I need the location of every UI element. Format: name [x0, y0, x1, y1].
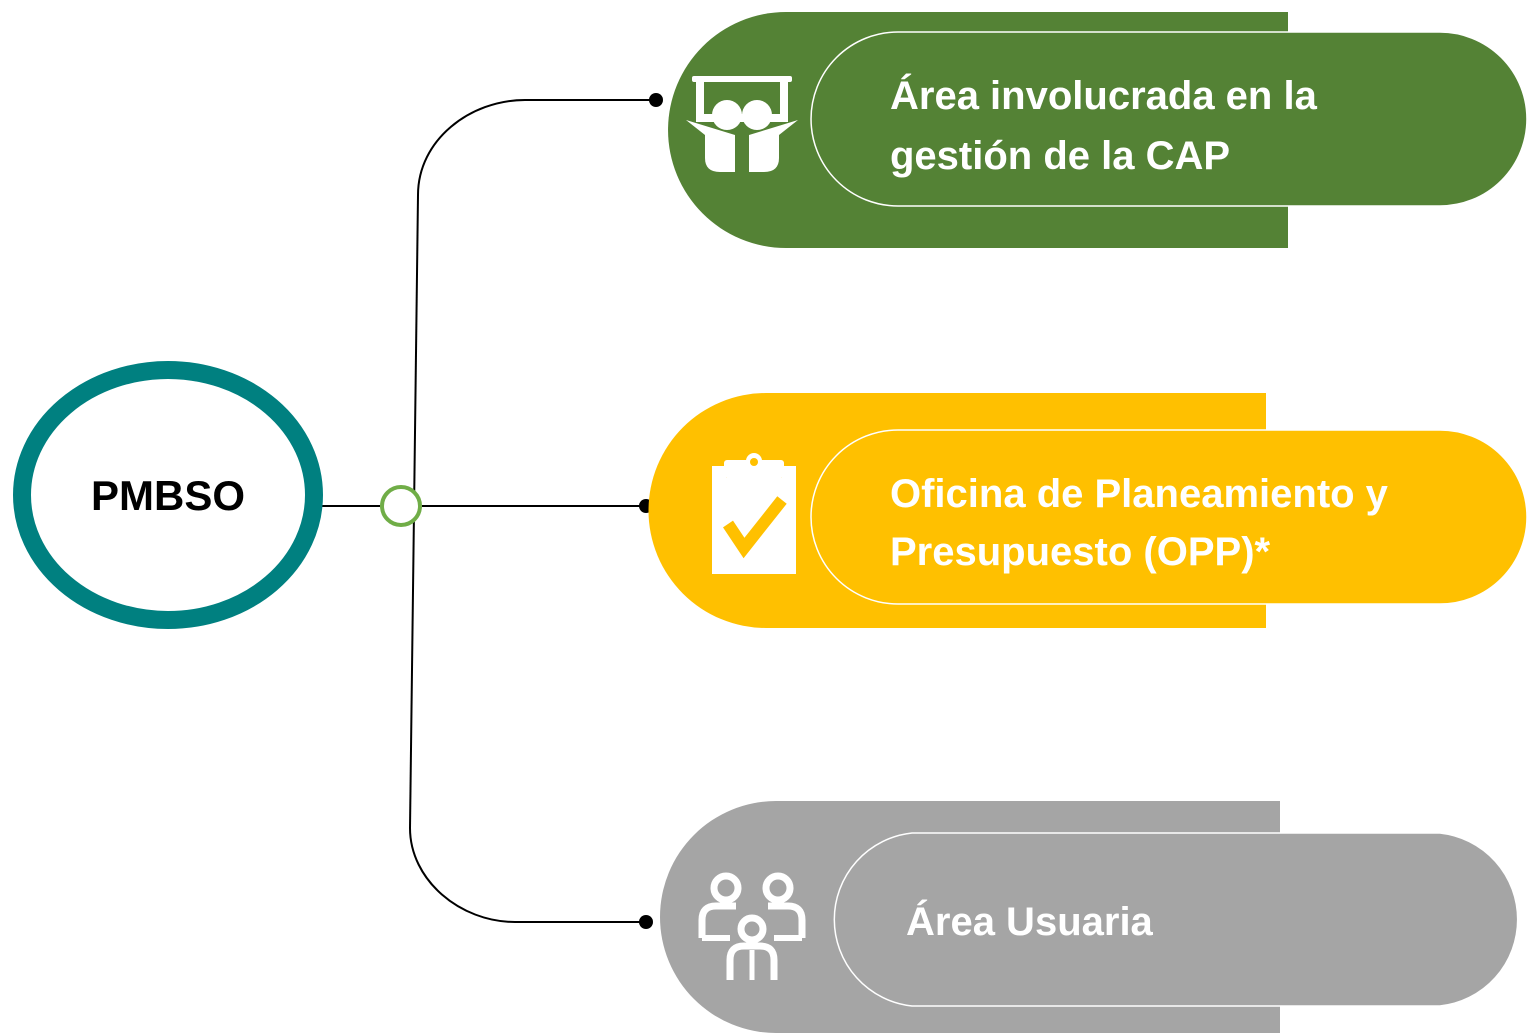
- connectors: [322, 99, 655, 923]
- connector-dot-top: [649, 93, 663, 107]
- branch-label-opp-line2: Presupuesto (OPP)*: [890, 530, 1271, 574]
- branch-label-area-usuaria: Área Usuaria: [906, 900, 1153, 944]
- group-presentation-icon: [686, 76, 798, 172]
- connector-dot-bottom: [639, 915, 653, 929]
- root-node: [13, 361, 323, 629]
- clipboard-check-icon: [712, 453, 796, 574]
- branch-label-area-involucrada-line1: Área involucrada en la: [890, 74, 1317, 118]
- branch-node-area-involucrada: [668, 12, 1527, 248]
- root-label: PMBSO: [90, 472, 245, 519]
- branch-pill-3: [833, 832, 1519, 1007]
- junction-node: [380, 485, 422, 527]
- users-group-icon: [698, 872, 806, 980]
- connector-top: [417, 99, 655, 196]
- branch-node-opp: [648, 393, 1527, 628]
- branch-pill-2: [810, 429, 1527, 605]
- branch-pill-1: [810, 31, 1527, 207]
- branch-label-opp-line1: Oficina de Planeamiento y: [890, 472, 1388, 516]
- branch-node-area-usuaria: [660, 801, 1519, 1033]
- connector-bottom: [409, 827, 645, 923]
- branch-label-area-involucrada-line2: gestión de la CAP: [890, 134, 1231, 178]
